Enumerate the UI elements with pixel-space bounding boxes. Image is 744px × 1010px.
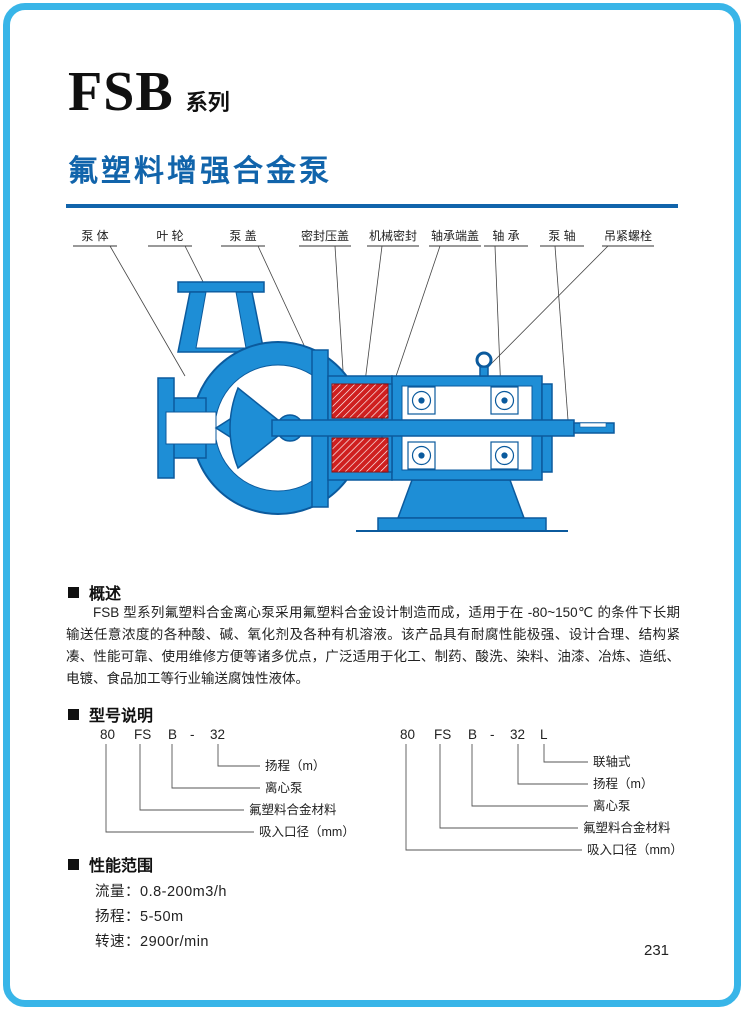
model-code-part: FS xyxy=(134,727,151,742)
model-code-part: 32 xyxy=(210,727,225,742)
model-connector xyxy=(217,744,260,767)
model-code-part: B xyxy=(168,727,177,742)
part-label-mech-seal: 机械密封 xyxy=(369,228,417,243)
series-suffix: 系列 xyxy=(185,90,230,115)
part-label-bearing: 轴 承 xyxy=(492,228,519,243)
performance-section-heading: 性能范围 xyxy=(68,852,153,876)
model-code-meaning: 离心泵 xyxy=(593,798,631,813)
model-connector xyxy=(105,744,254,833)
model-code-meaning: 扬程（m） xyxy=(593,776,653,791)
bearing-ball-center xyxy=(501,452,508,459)
part-label-pump-cover: 泵 盖 xyxy=(229,229,256,243)
shaft-keyway xyxy=(579,422,607,428)
model-code-meaning: 吸入口径（mm） xyxy=(259,825,355,839)
part-label-seal-gland: 密封压盖 xyxy=(301,228,349,243)
overview-heading-label: 概述 xyxy=(89,586,122,603)
performance-head: 扬程：5-50m xyxy=(95,909,184,925)
model-code-meaning: 氟塑料合金材料 xyxy=(249,802,337,817)
model-code-part: - xyxy=(190,727,195,742)
support-foot xyxy=(396,479,526,519)
performance-speed: 转速：2900r/min xyxy=(95,934,209,950)
mechanical-seal-stacks xyxy=(331,383,389,473)
model-code-part: 80 xyxy=(100,727,115,742)
suction-channel xyxy=(165,411,217,445)
model-connector xyxy=(405,744,582,851)
bearing-ball-center xyxy=(418,397,425,404)
model-code-meaning: 氟塑料合金材料 xyxy=(583,820,671,835)
overview-paragraph: FSB 型系列氟塑料合金离心泵采用氟塑料合金设计制造而成，适用于在 -80~15… xyxy=(66,605,680,686)
pump-shaft xyxy=(271,419,575,437)
model-code-part: - xyxy=(490,727,495,742)
part-label-pump-shaft: 泵 轴 xyxy=(548,228,575,243)
part-label-pump-body: 泵 体 xyxy=(81,229,108,243)
model-code-part: B xyxy=(468,727,477,742)
model-connector xyxy=(543,744,588,763)
model-section-heading: 型号说明 xyxy=(68,702,153,726)
product-title: 氟塑料增强合金泵 xyxy=(68,155,332,188)
model-connector xyxy=(517,744,588,785)
discharge-flange xyxy=(177,281,265,293)
bearing-ball-center xyxy=(418,452,425,459)
model-connector xyxy=(471,744,588,807)
impeller xyxy=(229,386,290,470)
model-connector xyxy=(439,744,578,829)
model-code-diagram-left: 80 FS B - 32 扬程（m） 离心泵 氟塑料合金材料 吸入口径（mm） xyxy=(100,727,355,839)
page-number: 231 xyxy=(644,942,670,959)
pump-cross-section-diagram: 泵 体 叶 轮 泵 盖 密封压盖 机械密封 轴承端盖 轴 承 泵 轴 吊紧螺栓 xyxy=(73,228,654,532)
model-connector xyxy=(171,744,260,789)
square-bullet-icon xyxy=(68,586,79,598)
model-code-part: FS xyxy=(434,727,451,742)
series-name: FSB xyxy=(68,61,174,123)
series-title-row: FSB 系列 xyxy=(68,64,230,120)
model-code-meaning: 联轴式 xyxy=(593,754,631,769)
base-plate xyxy=(377,517,547,532)
part-label-impeller: 叶 轮 xyxy=(156,229,183,243)
part-label-lifting-bolt: 吊紧螺栓 xyxy=(604,228,652,243)
model-connector xyxy=(139,744,244,811)
performance-heading-label: 性能范围 xyxy=(89,858,154,875)
model-code-diagram-right: 80 FS B - 32 L 联轴式 扬程（m） 离心泵 氟塑料合金材料 吸入口… xyxy=(400,727,683,857)
model-code-meaning: 吸入口径（mm） xyxy=(587,843,683,857)
square-bullet-icon xyxy=(68,708,79,720)
seal-stack-lower xyxy=(331,437,389,473)
overview-section-heading: 概述 xyxy=(68,580,121,604)
performance-flow-rate: 流量：0.8-200m3/h xyxy=(95,884,227,900)
model-code-part: 32 xyxy=(510,727,525,742)
ball-bearings xyxy=(407,386,519,470)
part-labels: 泵 体 叶 轮 泵 盖 密封压盖 机械密封 轴承端盖 轴 承 泵 轴 吊紧螺栓 xyxy=(81,228,652,243)
title-rule xyxy=(66,204,678,208)
model-code-meaning: 扬程（m） xyxy=(265,758,325,773)
model-code-meaning: 离心泵 xyxy=(265,780,303,795)
model-code-part: L xyxy=(540,727,548,742)
bearing-ball-center xyxy=(501,397,508,404)
model-heading-label: 型号说明 xyxy=(89,708,154,725)
model-code-part: 80 xyxy=(400,727,415,742)
seal-stack-upper xyxy=(331,383,389,419)
part-label-bearing-cover: 轴承端盖 xyxy=(431,228,479,243)
lifting-bolt-ring xyxy=(475,351,493,369)
lifting-bolt-stem xyxy=(479,366,489,377)
square-bullet-icon xyxy=(68,858,79,870)
